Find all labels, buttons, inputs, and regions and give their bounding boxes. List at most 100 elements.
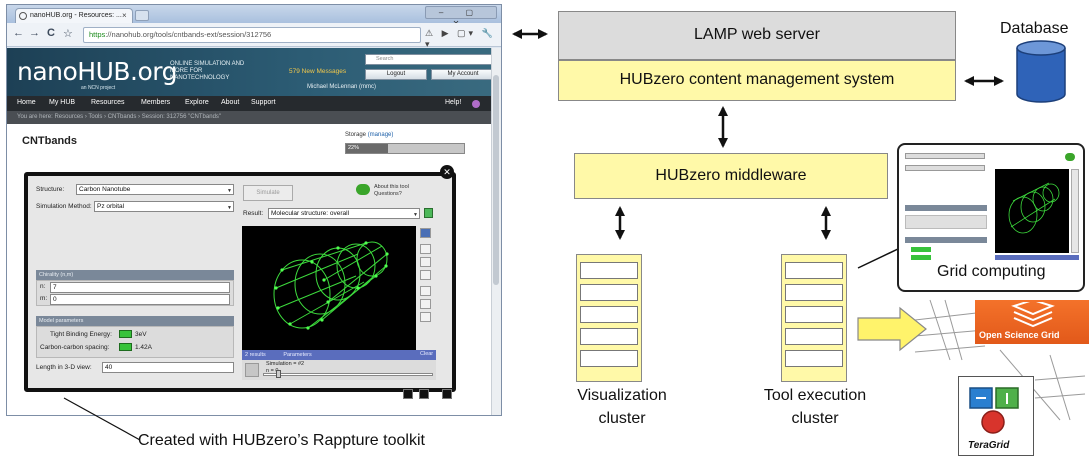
method-value: Pz orbital: [97, 203, 125, 210]
reload-icon[interactable]: C: [47, 27, 55, 39]
site-tagline: ONLINE SIMULATION AND MORE FOR NANOTECHN…: [170, 61, 245, 81]
molecule-3d-viewer[interactable]: [242, 226, 416, 350]
forward-icon[interactable]: →: [29, 27, 40, 39]
simulate-button[interactable]: Simulate: [243, 185, 293, 201]
structure-select[interactable]: Carbon Nanotube ▼: [76, 184, 234, 195]
length-label: Length in 3-D view:: [36, 364, 92, 371]
thumb-viewer: [995, 169, 1069, 253]
logout-button[interactable]: Logout: [365, 69, 427, 80]
logo-subtitle: an NCN project: [81, 85, 116, 91]
cluster-node: [785, 350, 843, 367]
nav-my-hub[interactable]: My HUB: [49, 99, 76, 106]
grid-computing-label: Grid computing: [937, 263, 1046, 280]
questions-bubble-icon[interactable]: [356, 184, 370, 195]
close-icon[interactable]: ×: [122, 11, 127, 20]
slider-handle[interactable]: [276, 370, 281, 378]
bond-style-icon[interactable]: [420, 299, 431, 309]
play-button[interactable]: [245, 363, 259, 377]
thumb-group-header: [905, 205, 987, 211]
thumb-select: [905, 153, 985, 159]
length-input[interactable]: 40: [102, 362, 234, 373]
minimize-icon[interactable]: [403, 389, 413, 399]
thumb-bubble-icon: [1065, 153, 1075, 161]
storage-label: Storage (manage): [345, 132, 394, 138]
new-tab-button[interactable]: [135, 10, 149, 21]
visualization-cluster-label: Visualization cluster: [577, 387, 667, 427]
grid-dispatch-arrow: [857, 306, 927, 352]
shield-icon[interactable]: [420, 312, 431, 322]
download-icon[interactable]: [424, 208, 433, 218]
thumb-gauge: [911, 255, 931, 260]
annotation-pointer: [63, 397, 141, 441]
n-input[interactable]: 7: [50, 282, 230, 293]
toolbar-icons[interactable]: ⚠ ▶ ▢▾ 🔧▾: [425, 28, 496, 49]
cluster-node: [785, 284, 843, 301]
energy-gauge-icon[interactable]: [119, 330, 132, 338]
clear-results-button[interactable]: Clear: [420, 351, 434, 357]
storage-manage-link[interactable]: (manage): [367, 132, 394, 138]
page-title: CNTbands: [22, 135, 77, 147]
model-group: [36, 326, 234, 358]
method-select[interactable]: Pz orbital ▼: [94, 201, 234, 212]
mcm-value: n = 0: [266, 368, 279, 374]
method-label: Simulation Method:: [36, 203, 92, 210]
zoom-in-icon[interactable]: [420, 244, 431, 254]
nav-members[interactable]: Members: [141, 99, 171, 106]
nav-support[interactable]: Support: [251, 99, 276, 106]
back-icon[interactable]: ←: [13, 27, 24, 39]
about-tool-link[interactable]: About this tool Questions?: [374, 184, 409, 197]
callout-line: [857, 247, 901, 269]
cluster-node: [580, 328, 638, 345]
m-label: m:: [40, 295, 48, 302]
database-icon: [1016, 40, 1066, 103]
structure-label: Structure:: [36, 186, 65, 193]
nav-explore[interactable]: Explore: [185, 99, 209, 106]
scrollbar-thumb[interactable]: [493, 75, 499, 285]
star-icon[interactable]: ☆: [63, 28, 73, 40]
new-messages-link[interactable]: 579 New Messages: [289, 68, 347, 75]
n-label: n:: [40, 283, 46, 290]
resize-icon[interactable]: [442, 389, 452, 399]
model-group-header: Model parameters: [36, 316, 234, 326]
database-label: Database: [1000, 20, 1069, 37]
structure-value: Carbon Nanotube: [79, 186, 131, 193]
nav-home[interactable]: Home: [17, 99, 36, 106]
atom-label-icon[interactable]: [420, 286, 431, 296]
rotate-icon[interactable]: [420, 270, 431, 280]
results-slider[interactable]: [263, 373, 433, 376]
url-https: https: [89, 30, 106, 39]
result-value: Molecular structure: overall: [271, 210, 350, 217]
close-icon[interactable]: ✕: [440, 165, 454, 179]
breadcrumb: You are here: Resources › Tools › CNTban…: [7, 111, 501, 124]
nav-resources[interactable]: Resources: [91, 99, 125, 106]
storage-meter-fill: 22%: [346, 144, 388, 153]
m-input[interactable]: 0: [50, 294, 230, 305]
lamp-web-server: LAMP web server: [558, 11, 956, 60]
osg-label: Open Science Grid: [979, 330, 1060, 340]
address-bar[interactable]: https://nanohub.org/tools/cntbands-ext/s…: [83, 27, 421, 43]
result-select[interactable]: Molecular structure: overall ▼: [268, 208, 420, 219]
result-label: Result:: [243, 210, 264, 217]
cluster-node: [785, 262, 843, 279]
help-icon[interactable]: [472, 100, 480, 108]
tool-execution-cluster-label: Tool execution cluster: [763, 387, 867, 427]
results-bar: 2 results Parameters: [242, 350, 436, 360]
cc-spacing-value[interactable]: 1.42A: [135, 344, 152, 351]
teragrid-label: TeraGrid: [968, 440, 1010, 451]
nav-help[interactable]: Help!: [445, 99, 462, 106]
zoom-out-icon[interactable]: [420, 257, 431, 267]
reset-view-icon[interactable]: [420, 228, 431, 238]
restore-icon[interactable]: [419, 389, 429, 399]
simulation-number: Simulation = #2: [266, 361, 305, 367]
teragrid-emblem-icon: [969, 387, 1019, 434]
site-logo[interactable]: nanoHUB.org: [17, 57, 178, 86]
open-science-grid-logo: [975, 300, 1089, 344]
browser-tab[interactable]: nanoHUB.org - Resources: ... ×: [15, 8, 133, 23]
tb-energy-value[interactable]: 3eV: [135, 331, 147, 338]
cluster-node: [580, 262, 638, 279]
nav-about[interactable]: About: [221, 99, 240, 106]
thumb-select: [905, 165, 985, 171]
spacing-gauge-icon[interactable]: [119, 343, 132, 351]
parameters-tab[interactable]: Parameters: [283, 352, 312, 358]
